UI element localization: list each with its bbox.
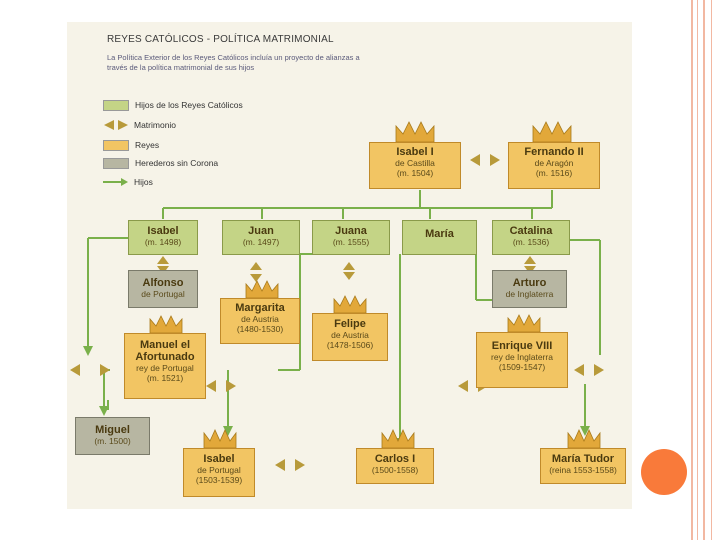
legend-item: Reyes xyxy=(103,138,159,152)
crown-icon xyxy=(507,314,541,333)
person-name: Isabel xyxy=(203,453,235,465)
person-detail: de Austria xyxy=(241,314,279,324)
person-catalina: Catalina (m. 1536) xyxy=(492,220,570,255)
person-date: (m. 1516) xyxy=(535,168,573,178)
legend-label: Reyes xyxy=(135,140,160,150)
person-detail: rey de Portugal xyxy=(136,363,194,373)
legend-item: Hijos xyxy=(103,175,153,189)
person-name: Miguel xyxy=(95,424,130,436)
person-date: (m. 1521) xyxy=(146,373,184,383)
person-name: Juana xyxy=(335,225,367,237)
crown-icon xyxy=(333,295,367,314)
person-date: (reina 1553-1558) xyxy=(549,465,617,475)
person-name: María xyxy=(425,228,454,240)
person-carlos: Carlos I (1500-1558) xyxy=(356,448,434,484)
person-date: (1478-1506) xyxy=(326,340,374,350)
crown-icon xyxy=(245,280,279,299)
decor-stripe xyxy=(691,0,693,540)
legend-swatch xyxy=(103,99,129,111)
diagram-title: REYES CATÓLICOS - POLÍTICA MATRIMONIAL xyxy=(107,34,334,45)
person-juana: Juana (m. 1555) xyxy=(312,220,390,255)
person-date: (1480-1530) xyxy=(236,324,284,334)
decor-stripe xyxy=(703,0,705,540)
person-detail: de Portugal xyxy=(197,465,241,475)
person-detail: de Castilla xyxy=(395,158,435,168)
person-name: Margarita xyxy=(235,302,285,314)
person-fernando-ii: Fernando II de Aragón (m. 1516) xyxy=(508,142,600,189)
person-name: Enrique VIII xyxy=(491,340,553,352)
crown-icon xyxy=(381,429,415,449)
person-detail: de Austria xyxy=(331,330,369,340)
marriage-arrow-icon xyxy=(104,120,128,130)
diagram-subtitle: La Política Exterior de los Reyes Católi… xyxy=(107,53,360,72)
person-date: (m. 1498) xyxy=(144,237,182,247)
person-name: Arturo xyxy=(512,277,547,289)
person-manuel: Manuel el Afortunado rey de Portugal (m.… xyxy=(124,333,206,399)
crown-icon xyxy=(395,121,435,143)
child-arrow-icon xyxy=(103,178,128,186)
person-isabel-i: Isabel I de Castilla (m. 1504) xyxy=(369,142,461,189)
legend-item: Herederos sin Corona xyxy=(103,156,218,170)
person-date: (m. 1555) xyxy=(332,237,370,247)
decor-circle xyxy=(641,449,687,495)
crown-icon xyxy=(203,429,237,449)
person-name: Manuel el Afortunado xyxy=(135,339,195,363)
diagram-panel: REYES CATÓLICOS - POLÍTICA MATRIMONIAL L… xyxy=(67,22,632,509)
person-juan: Juan (m. 1497) xyxy=(222,220,300,255)
legend-swatch xyxy=(103,157,129,169)
person-isabel-portugal: Isabel de Portugal (1503-1539) xyxy=(183,448,255,497)
person-detail: de Portugal xyxy=(141,289,185,299)
person-arturo: Arturo de Inglaterra xyxy=(492,270,567,308)
crown-icon xyxy=(149,315,183,334)
person-name: Juan xyxy=(248,225,274,237)
legend-label: Matrimonio xyxy=(134,120,177,130)
person-felipe: Felipe de Austria (1478-1506) xyxy=(312,313,388,361)
person-detail: de Aragón xyxy=(534,158,574,168)
person-date: (m. 1536) xyxy=(512,237,550,247)
person-date: (1500-1558) xyxy=(371,465,419,475)
person-maria: María xyxy=(402,220,477,255)
person-name: Isabel I xyxy=(396,146,434,158)
crown-icon xyxy=(532,121,572,143)
person-name: Carlos I xyxy=(374,453,416,465)
person-name: Isabel xyxy=(147,225,179,237)
person-name: Felipe xyxy=(334,318,366,330)
legend-item: Hijos de los Reyes Católicos xyxy=(103,98,243,112)
person-name: Alfonso xyxy=(142,277,184,289)
person-date: (m. 1497) xyxy=(242,237,280,247)
decor-stripe xyxy=(711,0,712,540)
person-isabel: Isabel (m. 1498) xyxy=(128,220,198,255)
person-detail: de Inglaterra xyxy=(505,289,554,299)
person-name: María Tudor xyxy=(551,453,615,465)
person-date: (1503-1539) xyxy=(195,475,243,485)
legend-swatch xyxy=(103,139,129,151)
person-date: (m. 1504) xyxy=(396,168,434,178)
person-alfonso: Alfonso de Portugal xyxy=(128,270,198,308)
person-miguel: Miguel (m. 1500) xyxy=(75,417,150,455)
legend-label: Hijos xyxy=(134,177,153,187)
person-enrique: Enrique VIII rey de Inglaterra (1509-154… xyxy=(476,332,568,388)
legend-label: Herederos sin Corona xyxy=(135,158,219,168)
legend-item: Matrimonio xyxy=(103,118,176,132)
decor-stripe xyxy=(697,0,698,540)
person-margarita: Margarita de Austria (1480-1530) xyxy=(220,298,300,344)
person-detail: rey de Inglaterra xyxy=(491,352,553,362)
person-name: Catalina xyxy=(509,225,553,237)
person-name: Fernando II xyxy=(524,146,584,158)
person-date: (1509-1547) xyxy=(498,362,546,372)
person-date: (m. 1500) xyxy=(94,436,131,446)
legend-label: Hijos de los Reyes Católicos xyxy=(135,100,243,110)
crown-icon xyxy=(567,429,601,449)
person-maria-tudor: María Tudor (reina 1553-1558) xyxy=(540,448,626,484)
